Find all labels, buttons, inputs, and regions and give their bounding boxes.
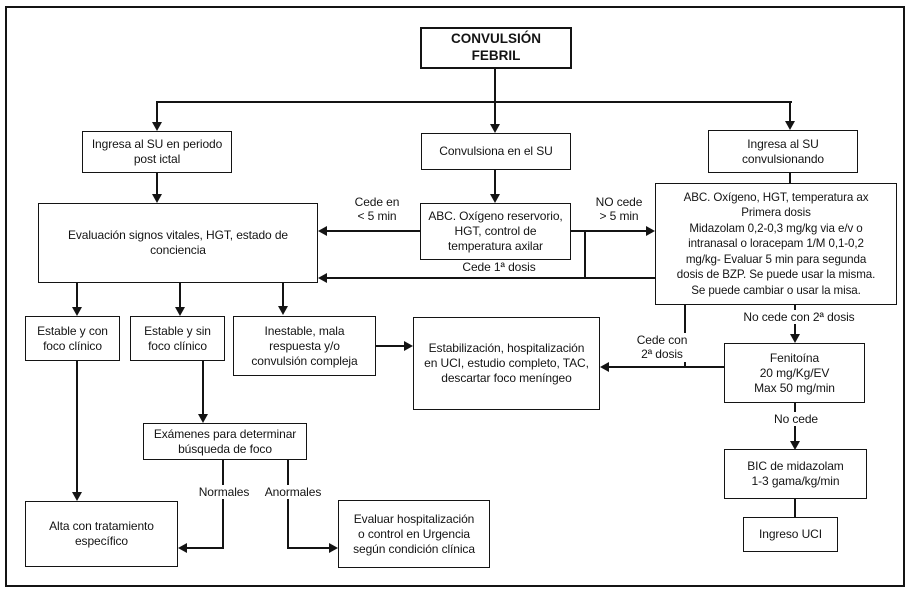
node-convulsiona-en-su: Convulsiona en el SU [421, 133, 571, 170]
connector-to-post-ictal [156, 101, 158, 123]
connector-postictal-to-evaluacion [156, 173, 158, 195]
connector-to-convulsiona [494, 101, 496, 125]
arrowhead-to-convulsiona [490, 124, 500, 133]
node-estable-con-foco: Estable y con foco clínico [25, 316, 120, 361]
node-alta-tratamiento: Alta con tratamiento específico [25, 501, 178, 567]
connector-inestable-to-estabilizacion [376, 345, 406, 347]
connector-distributor [156, 101, 792, 103]
edge-label-no-cede-2a-dosis: No cede con 2ª dosis [712, 310, 886, 325]
node-evaluar-hospitalizacion: Evaluar hospitalización o control en Urg… [338, 500, 490, 568]
arrowhead-inestable-to-estabilizacion [404, 341, 413, 351]
arrowhead-to-fenitoina [790, 334, 800, 343]
arrowhead-normales [178, 543, 187, 553]
connector-to-convulsionando [789, 101, 791, 122]
connector-normales-vertical [222, 460, 224, 549]
arrowhead-no-cede-5min [646, 226, 655, 236]
connector-cede-5min [326, 230, 420, 232]
edge-label-anormales: Anormales [253, 485, 333, 500]
arrowhead-cede-2a [600, 362, 609, 372]
connector-convulsionando-to-abc2 [789, 173, 791, 183]
node-estabilizacion-uci: Estabilización, hospitalización en UCI, … [413, 317, 600, 410]
arrowhead-fenitoina-to-bic [790, 441, 800, 450]
edge-label-cede-5min: Cede en < 5 min [340, 195, 414, 224]
connector-no-cede-5min [571, 230, 647, 232]
connector-eval-to-estable-con [76, 283, 78, 309]
node-abc-oxigeno-reservorio: ABC. Oxígeno reservorio, HGT, control de… [420, 203, 571, 260]
connector-anormales-vertical [287, 460, 289, 549]
node-evaluacion-signos-vitales: Evaluación signos vitales, HGT, estado d… [38, 203, 318, 283]
node-abc-primera-dosis-midazolam: ABC. Oxígeno, HGT, temperatura ax Primer… [655, 183, 897, 305]
connector-estable-con-to-alta [76, 361, 78, 493]
edge-label-no-cede-5min: NO cede > 5 min [582, 195, 656, 224]
edge-label-cede-con-2a-dosis: Cede con 2ª dosis [620, 333, 704, 362]
node-inestable-convulsion-compleja: Inestable, mala respuesta y/o convulsión… [233, 316, 376, 376]
connector-title-down [494, 69, 496, 103]
edge-label-no-cede: No cede [756, 412, 836, 427]
connector-eval-to-inestable [282, 283, 284, 308]
node-fenitoina: Fenitoína 20 mg/Kg/EV Max 50 mg/min [724, 343, 865, 403]
connector-junction-vertical [584, 231, 586, 278]
outer-border [5, 6, 905, 587]
node-ingresa-convulsionando: Ingresa al SU convulsionando [708, 130, 858, 173]
connector-convulsiona-to-abc [494, 170, 496, 195]
arrowhead-eval-to-estable-con [72, 307, 82, 316]
arrowhead-postictal-to-evaluacion [152, 194, 162, 203]
arrowhead-eval-to-estable-sin [175, 307, 185, 316]
edge-label-cede-1a-dosis: Cede 1ª dosis [437, 260, 561, 275]
arrowhead-eval-to-inestable [278, 306, 288, 315]
arrowhead-anormales [329, 543, 338, 553]
arrowhead-to-post-ictal [152, 122, 162, 131]
connector-bic-to-uci [794, 499, 796, 517]
edge-label-normales: Normales [184, 485, 264, 500]
connector-cede-2a-horizontal [608, 366, 724, 368]
arrowhead-convulsiona-to-abc [490, 194, 500, 203]
connector-estable-sin-to-examenes [202, 361, 204, 415]
node-ingresa-post-ictal: Ingresa al SU en periodo post ictal [82, 131, 232, 173]
arrowhead-cede-1a-dosis [318, 273, 327, 283]
connector-anormales-horizontal [287, 547, 329, 549]
connector-cede-1a-dosis [326, 277, 655, 279]
node-ingreso-uci: Ingreso UCI [743, 517, 838, 552]
arrowhead-estable-con-to-alta [72, 492, 82, 501]
node-convulsion-febril: CONVULSIÓN FEBRIL [420, 27, 572, 69]
arrowhead-estable-sin-to-examenes [198, 414, 208, 423]
arrowhead-cede-5min [318, 226, 327, 236]
connector-eval-to-estable-sin [179, 283, 181, 309]
node-examenes-busqueda-foco: Exámenes para determinar búsqueda de foc… [143, 423, 307, 460]
node-estable-sin-foco: Estable y sin foco clínico [130, 316, 225, 361]
connector-normales-horizontal [187, 547, 224, 549]
node-bic-midazolam: BIC de midazolam 1-3 gama/kg/min [724, 449, 867, 499]
arrowhead-to-convulsionando [785, 121, 795, 130]
